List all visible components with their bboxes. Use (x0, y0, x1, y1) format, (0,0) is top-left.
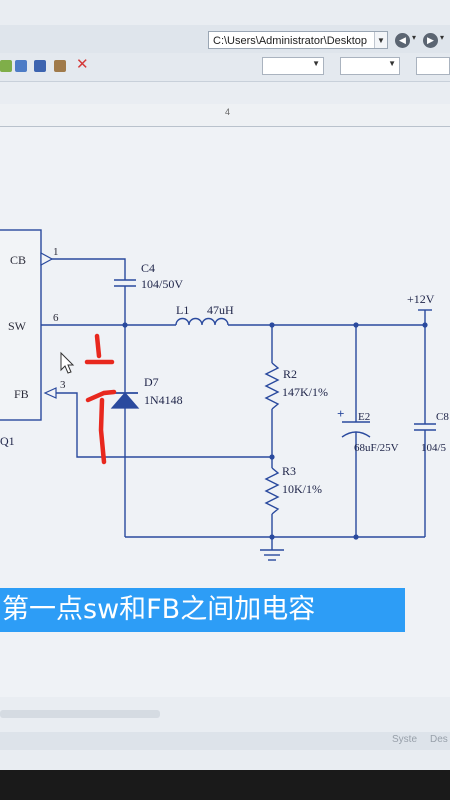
r3-ref: R3 (282, 464, 296, 478)
r3-value: 10K/1% (282, 482, 322, 496)
annotation-stroke (98, 397, 107, 465)
back-icon[interactable]: ◀ (395, 33, 410, 48)
path-input[interactable]: C:\Users\Administrator\Desktop ▼ (208, 31, 388, 49)
l1-ref: L1 (176, 303, 189, 317)
caption-banner: 第一点sw和FB之间加电容 (0, 588, 405, 632)
pin-label-sw: SW (8, 319, 27, 333)
junction-dot (353, 322, 359, 328)
chevron-down-icon: ▼ (388, 59, 396, 68)
path-dropdown-icon[interactable]: ▼ (374, 32, 387, 48)
c8-ref: C8 (436, 411, 449, 423)
junction-dot (122, 322, 128, 328)
status-bar: Syste Des (0, 732, 450, 750)
chevron-down-icon: ▼ (312, 59, 320, 68)
e2-value: 68uF/25V (354, 442, 399, 454)
d7-ref: D7 (144, 375, 159, 389)
cb-wire (41, 258, 126, 280)
ic-ref: Q1 (0, 434, 15, 448)
cb-pin-arrow (40, 251, 54, 267)
r2-value: 147K/1% (282, 385, 328, 399)
fb-wire (56, 392, 272, 458)
pin-number-cb: 1 (53, 246, 59, 258)
r3-zigzag (264, 467, 280, 515)
app-window: C:\Users\Administrator\Desktop ▼ ◀ ▾ ▶ ▾… (0, 0, 450, 770)
sheet-ruler: 4 (0, 104, 450, 127)
e2-plus-sign: + (337, 406, 344, 421)
tool-icon-4[interactable] (54, 60, 66, 72)
red-capacitor-annotation (84, 333, 117, 465)
tool-icon-2[interactable] (15, 60, 27, 72)
r2-ref: R2 (283, 367, 297, 381)
d7-value: 1N4148 (144, 393, 183, 407)
c8-value: 104/5 (421, 442, 447, 454)
status-item-1[interactable]: Syste (392, 734, 418, 745)
r2-zigzag (264, 362, 280, 410)
tool-icon-1[interactable] (0, 60, 12, 72)
toolbar-combo-2[interactable]: ▼ (340, 57, 400, 75)
c4-value: 104/50V (141, 277, 183, 291)
close-icon[interactable]: ✕ (76, 56, 89, 73)
toolbar-combo-1[interactable]: ▼ (262, 57, 324, 75)
back-dropdown-icon[interactable]: ▾ (412, 33, 417, 42)
d7-triangle (110, 392, 140, 409)
pin-number-sw: 6 (53, 312, 59, 324)
tool-icon-3[interactable] (34, 60, 46, 72)
ruler-mark: 4 (225, 107, 231, 117)
forward-dropdown-icon[interactable]: ▾ (440, 33, 445, 42)
junction-dot (269, 322, 275, 328)
mouse-cursor-icon (60, 351, 75, 374)
junction-dot (269, 454, 275, 460)
pin-number-fb: 3 (60, 379, 66, 391)
annotation-stroke (85, 389, 117, 403)
power-label: +12V (407, 292, 435, 306)
l1-coil (175, 317, 229, 326)
annotation-stroke (94, 333, 102, 359)
e2-ref: E2 (358, 411, 370, 423)
fb-pin-arrow (43, 387, 57, 399)
pin-label-cb: CB (10, 253, 26, 267)
status-item-2[interactable]: Des (430, 734, 448, 745)
c4-ref: C4 (141, 261, 155, 275)
schematic-canvas[interactable]: + CB SW FB Q1 1 6 3 C4 104/50V L1 47uH D… (0, 0, 450, 770)
junction-dot (422, 322, 428, 328)
horizontal-scrollbar[interactable] (0, 710, 160, 718)
forward-icon[interactable]: ▶ (423, 33, 438, 48)
path-text: C:\Users\Administrator\Desktop (213, 35, 368, 47)
junction-dot (353, 534, 359, 540)
junction-dot (269, 534, 275, 540)
l1-value: 47uH (207, 303, 234, 317)
pin-label-fb: FB (14, 387, 29, 401)
